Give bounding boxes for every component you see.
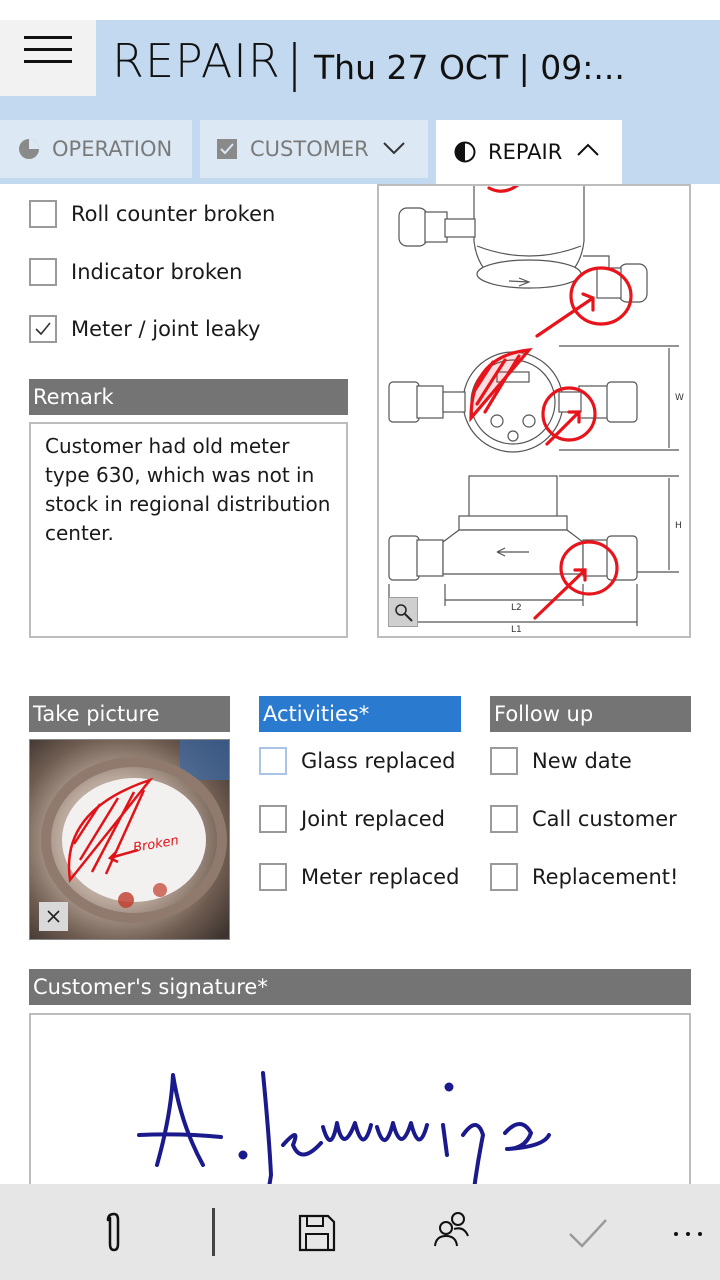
hamburger-icon-line xyxy=(24,60,72,63)
hamburger-menu-button[interactable] xyxy=(0,20,96,96)
followup-label: New date xyxy=(532,749,632,773)
contacts-button[interactable] xyxy=(424,1204,480,1260)
zoom-icon xyxy=(395,604,413,622)
tab-customer[interactable]: CUSTOMER xyxy=(200,120,428,178)
tab-operation-label: OPERATION xyxy=(52,137,173,161)
tab-operation[interactable]: OPERATION xyxy=(0,120,192,178)
dim-l1-label: L1 xyxy=(511,625,522,635)
remark-textarea[interactable]: Customer had old meter type 630, which w… xyxy=(29,422,348,638)
dim-l2-label: L2 xyxy=(511,603,522,613)
more-button[interactable] xyxy=(664,1204,714,1260)
checkbox[interactable] xyxy=(259,747,287,775)
activity-row[interactable]: Meter replaced xyxy=(259,863,459,891)
checkbox[interactable] xyxy=(490,863,518,891)
signature-pad[interactable] xyxy=(29,1013,691,1213)
checkbox[interactable] xyxy=(29,258,57,286)
activity-row[interactable]: Glass replaced xyxy=(259,747,455,775)
followup-row[interactable]: New date xyxy=(490,747,632,775)
checkbox[interactable] xyxy=(259,805,287,833)
tab-repair[interactable]: REPAIR xyxy=(436,120,622,184)
follow-up-heading: Follow up xyxy=(490,696,691,732)
dim-w-label: W xyxy=(675,393,684,403)
remark-heading: Remark xyxy=(29,379,348,415)
meter-drawing: W H L2 L1 xyxy=(388,186,684,635)
tab-customer-label: CUSTOMER xyxy=(250,137,369,161)
checkbox[interactable] xyxy=(490,747,518,775)
page-title: REPAIR xyxy=(112,34,281,88)
checkbox-checked[interactable] xyxy=(29,315,57,343)
people-icon xyxy=(434,1212,469,1247)
header-datetime: Thu 27 OCT | 09:... xyxy=(314,48,625,87)
checkmark-icon xyxy=(35,322,51,336)
chevron-down-icon xyxy=(383,142,405,155)
activity-label: Joint replaced xyxy=(301,807,446,831)
half-circle-icon xyxy=(454,141,476,163)
defect-indicator-row[interactable]: Indicator broken xyxy=(29,258,242,286)
attach-button[interactable] xyxy=(86,1204,142,1260)
followup-row[interactable]: Call customer xyxy=(490,805,677,833)
checkbox[interactable] xyxy=(29,200,57,228)
activity-row[interactable]: Joint replaced xyxy=(259,805,445,833)
checkbox-icon xyxy=(217,139,237,159)
status-strip xyxy=(0,0,720,20)
appbar-divider xyxy=(212,1208,215,1256)
checkmark-icon xyxy=(569,1219,607,1248)
pie-icon xyxy=(19,139,39,159)
take-picture-heading[interactable]: Take picture xyxy=(29,696,230,732)
zoom-button[interactable] xyxy=(388,597,418,627)
hamburger-icon xyxy=(24,36,72,39)
activity-label: Meter replaced xyxy=(301,865,460,889)
signature-heading: Customer's signature* xyxy=(29,969,691,1005)
defect-roll-counter-row[interactable]: Roll counter broken xyxy=(29,200,275,228)
defect-label: Meter / joint leaky xyxy=(71,317,261,341)
meter-diagram[interactable]: W H L2 L1 xyxy=(377,184,691,638)
chevron-up-icon xyxy=(577,143,599,156)
tab-repair-label: REPAIR xyxy=(488,140,563,164)
dim-h-label: H xyxy=(675,521,682,531)
close-icon xyxy=(47,910,60,923)
defect-leaky-row[interactable]: Meter / joint leaky xyxy=(29,315,260,343)
activities-heading: Activities* xyxy=(259,696,461,732)
confirm-button[interactable] xyxy=(560,1204,616,1260)
app-header xyxy=(0,20,720,120)
activity-label: Glass replaced xyxy=(301,749,456,773)
bottom-app-bar xyxy=(0,1184,720,1280)
followup-row[interactable]: Replacement! xyxy=(490,863,678,891)
save-icon xyxy=(298,1214,336,1252)
followup-label: Replacement! xyxy=(532,865,679,889)
checkbox[interactable] xyxy=(490,805,518,833)
followup-label: Call customer xyxy=(532,807,677,831)
defect-label: Indicator broken xyxy=(71,260,243,284)
paperclip-icon xyxy=(106,1212,120,1252)
defect-label: Roll counter broken xyxy=(71,202,276,226)
checkbox[interactable] xyxy=(259,863,287,891)
remove-photo-button[interactable] xyxy=(39,902,68,931)
title-separator: | xyxy=(286,34,303,92)
more-icon xyxy=(674,1232,702,1236)
save-button[interactable] xyxy=(288,1204,344,1260)
hamburger-icon-line xyxy=(24,48,72,51)
